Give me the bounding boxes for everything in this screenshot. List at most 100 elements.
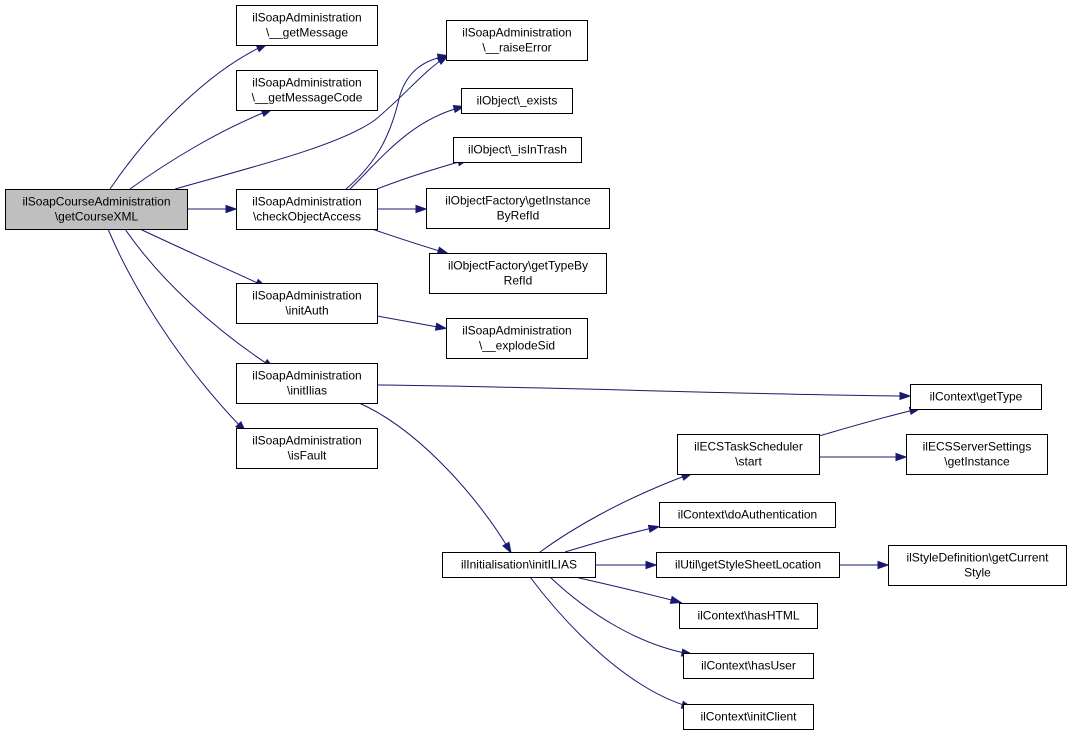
node-hasUser[interactable]: ilContext\hasUser <box>683 653 814 679</box>
node-isInTrash[interactable]: ilObject\_isInTrash <box>453 137 582 163</box>
node-label-line: ilSoapAdministration <box>252 195 361 209</box>
node-label-line: ilContext\getType <box>930 390 1023 404</box>
node-isFault[interactable]: ilSoapAdministration\isFault <box>236 428 378 469</box>
node-label-line: ilContext\hasHTML <box>697 609 799 623</box>
node-label-line: ilSoapAdministration <box>252 11 361 25</box>
node-label-line: \initAuth <box>285 304 328 318</box>
node-label-line: ilSoapAdministration <box>462 324 571 338</box>
node-box <box>426 188 610 229</box>
node-label-line: ilSoapAdministration <box>252 76 361 90</box>
node-explodeSid[interactable]: ilSoapAdministration\__explodeSid <box>446 318 588 359</box>
edge-initILIAS2-to-hasHTML <box>574 576 680 603</box>
arrowhead-initILIAS2-to-hasHTML <box>669 595 683 604</box>
node-box <box>659 502 836 528</box>
node-box <box>679 603 818 629</box>
node-label-line: ilContext\doAuthentication <box>678 508 817 522</box>
node-label-line: \__raiseError <box>482 41 551 55</box>
node-box <box>5 189 188 230</box>
node-initIlias[interactable]: ilSoapAdministration\initIlias <box>236 363 378 404</box>
arrowhead-initAuth-to-explodeSid <box>434 322 448 331</box>
arrowhead-initIlias-to-getType <box>899 391 912 401</box>
node-box <box>446 20 588 61</box>
arrowhead-initILIAS2-to-getStyleSheetLocation <box>645 560 658 570</box>
node-label-line: ilObjectFactory\getTypeBy <box>448 259 588 273</box>
edge-initILIAS2-to-initClient <box>529 576 691 708</box>
node-label-line: ilUtil\getStyleSheetLocation <box>675 558 821 572</box>
arrowhead-checkObjectAccess-to-raiseError <box>436 53 450 62</box>
edge-checkObjectAccess-to-exists <box>349 106 463 190</box>
node-getMessageCode[interactable]: ilSoapAdministration\__getMessageCode <box>236 70 378 111</box>
node-ecsStart[interactable]: ilECSTaskScheduler\start <box>677 434 820 475</box>
node-box <box>429 253 607 294</box>
node-label-line: \isFault <box>288 449 327 463</box>
edge-checkObjectAccess-to-raiseError <box>345 55 447 190</box>
arrowhead-ecsStart-to-ecsGetInstance <box>895 452 908 462</box>
node-label-line: ilStyleDefinition\getCurrent <box>906 551 1049 565</box>
edge-root-to-raiseError <box>174 56 447 190</box>
edge-root-to-initAuth <box>139 228 265 287</box>
arrowhead-getStyleSheetLocation-to-getCurrentStyle <box>877 560 890 570</box>
node-label-line: ilSoapAdministration <box>462 26 571 40</box>
node-label-line: ilInitialisation\initILIAS <box>461 558 577 572</box>
edge-root-to-getMessageCode <box>129 109 271 190</box>
arrowhead-checkObjectAccess-to-getTypeByRefId <box>436 246 450 255</box>
node-label-line: ilContext\hasUser <box>701 659 796 673</box>
node-label-line: \checkObjectAccess <box>253 210 361 224</box>
node-box <box>236 428 378 469</box>
node-initClient[interactable]: ilContext\initClient <box>683 704 814 730</box>
node-label-line: \initIlias <box>287 384 327 398</box>
node-exists[interactable]: ilObject\_exists <box>461 88 573 114</box>
node-box <box>888 545 1067 586</box>
node-hasHTML[interactable]: ilContext\hasHTML <box>679 603 818 629</box>
edge-root-to-initIlias <box>124 228 273 368</box>
node-label-line: ilObject\_isInTrash <box>468 143 567 157</box>
edge-root-to-isFault <box>107 228 245 431</box>
arrowhead-root-to-checkObjectAccess <box>225 204 238 214</box>
arrowhead-initILIAS2-to-doAuthentication <box>647 524 661 533</box>
edge-ecsStart-to-getType <box>818 408 919 437</box>
node-label-line: \start <box>735 455 762 469</box>
edge-checkObjectAccess-to-getTypeByRefId <box>371 228 447 254</box>
node-label-line: ilSoapAdministration <box>252 369 361 383</box>
node-label-line: \getInstance <box>944 455 1010 469</box>
node-box <box>236 5 378 46</box>
node-label-line: ilSoapCourseAdministration <box>22 195 170 209</box>
node-label-line: ilECSTaskScheduler <box>694 440 803 454</box>
node-label-line: ilObjectFactory\getInstance <box>445 194 591 208</box>
node-label-line: ilContext\initClient <box>700 710 797 724</box>
arrowhead-checkObjectAccess-to-getInstanceByRefId <box>415 204 428 214</box>
node-label-line: ilSoapAdministration <box>252 434 361 448</box>
edge-initAuth-to-explodeSid <box>376 315 445 329</box>
node-label-line: \getCourseXML <box>55 210 139 224</box>
node-box <box>683 653 814 679</box>
node-root[interactable]: ilSoapCourseAdministration\getCourseXML <box>5 189 188 230</box>
node-label-line: Style <box>964 566 991 580</box>
edge-initILIAS2-to-hasUser <box>549 576 691 655</box>
node-getMessage[interactable]: ilSoapAdministration\__getMessage <box>236 5 378 46</box>
node-box <box>236 363 378 404</box>
node-initILIAS2[interactable]: ilInitialisation\initILIAS <box>442 552 596 578</box>
arrowhead-initIlias-to-initILIAS2 <box>502 541 512 555</box>
node-ecsGetInstance[interactable]: ilECSServerSettings\getInstance <box>906 434 1048 475</box>
node-initAuth[interactable]: ilSoapAdministration\initAuth <box>236 283 378 324</box>
node-label-line: ilECSServerSettings <box>923 440 1032 454</box>
node-box <box>236 70 378 111</box>
node-label-line: \__getMessageCode <box>252 91 363 105</box>
node-doAuthentication[interactable]: ilContext\doAuthentication <box>659 502 836 528</box>
node-getStyleSheetLocation[interactable]: ilUtil\getStyleSheetLocation <box>656 552 840 578</box>
node-box <box>683 704 814 730</box>
node-raiseError[interactable]: ilSoapAdministration\__raiseError <box>446 20 588 61</box>
node-box <box>453 137 582 163</box>
edge-initIlias-to-getType <box>376 384 909 397</box>
edge-root-to-getMessage <box>109 44 266 190</box>
node-label-line: ilSoapAdministration <box>252 289 361 303</box>
node-getType[interactable]: ilContext\getType <box>910 384 1042 410</box>
node-box <box>906 434 1048 475</box>
edge-checkObjectAccess-to-isInTrash <box>376 159 467 190</box>
node-checkObjectAccess[interactable]: ilSoapAdministration\checkObjectAccess <box>236 189 378 230</box>
node-box <box>446 318 588 359</box>
